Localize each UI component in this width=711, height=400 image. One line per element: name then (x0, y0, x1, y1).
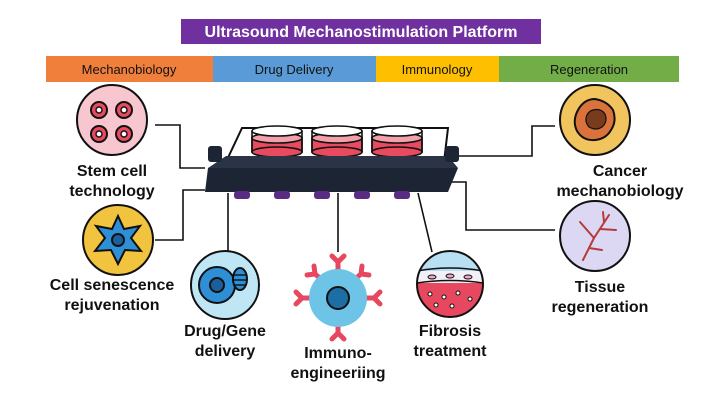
stem-cell-icon (76, 84, 148, 156)
fibrosis-tissue-icon (416, 250, 484, 318)
connector-fibrosis (417, 192, 433, 253)
immune-cell-nucleus (326, 286, 350, 310)
category-band-mechanobiology (46, 56, 213, 82)
tissue-regeneration-icon (559, 200, 631, 272)
well (251, 125, 303, 158)
transducers (234, 191, 410, 199)
tumor-icon (559, 84, 631, 156)
category-label-regeneration: Regeneration (550, 62, 628, 77)
transducer (274, 191, 290, 199)
transducer (394, 191, 410, 199)
tissue-outline (559, 200, 631, 272)
page-title: Ultrasound Mechanostimulation Platform (205, 24, 518, 41)
category-bar: Mechanobiology Drug Delivery Immunology … (46, 56, 679, 82)
label-drug-gene-line2: delivery (195, 343, 256, 360)
device-front (205, 168, 458, 192)
label-tissue-line1: Tissue (575, 279, 626, 296)
label-cancer-line2: mechanobiology (556, 183, 683, 200)
well (371, 125, 423, 158)
title-banner: Ultrasound Mechanostimulation Platform (181, 19, 541, 44)
title-background (181, 19, 541, 44)
drug-delivery-icon (190, 250, 260, 320)
label-senescence-line1: Cell senescence (50, 277, 175, 294)
connector-tissue (446, 181, 555, 231)
label-tissue-line2: regeneration (552, 299, 649, 316)
blood-vessels (579, 211, 617, 261)
label-stem-cell-line2: technology (69, 183, 154, 200)
device-knob (445, 146, 459, 162)
label-fibrosis-line1: Fibrosis (419, 323, 481, 340)
transducer (314, 191, 330, 199)
label-immuno-line1: Immuno- (304, 345, 372, 362)
category-band-regeneration (499, 56, 679, 82)
connector-cancer (455, 125, 555, 157)
label-immuno-line2: engineeriing (290, 365, 385, 382)
device-knob (208, 146, 222, 162)
transducer (354, 191, 370, 199)
connector-stem-cell (155, 124, 205, 169)
senescent-cell-icon (82, 204, 154, 276)
label-cancer-line1: Cancer (593, 163, 647, 180)
immune-cell-icon (293, 253, 383, 342)
ultrasound-device (205, 125, 459, 199)
label-stem-cell-line1: Stem cell (77, 163, 147, 180)
category-label-immunology: Immunology (402, 62, 473, 77)
connector-senescence (155, 189, 205, 241)
category-band-immunology (376, 56, 499, 82)
immune-receptors (293, 253, 383, 342)
well (311, 125, 363, 158)
label-drug-gene-line1: Drug/Gene (184, 323, 266, 340)
wells (251, 125, 423, 158)
device-top (208, 156, 458, 168)
category-band-drug-delivery (213, 56, 376, 82)
category-label-mechanobiology: Mechanobiology (82, 62, 177, 77)
label-fibrosis-line2: treatment (414, 343, 488, 360)
category-label-drug-delivery: Drug Delivery (255, 62, 334, 77)
connector-lines (155, 124, 555, 253)
transducer (234, 191, 250, 199)
label-senescence-line2: rejuvenation (64, 297, 159, 314)
